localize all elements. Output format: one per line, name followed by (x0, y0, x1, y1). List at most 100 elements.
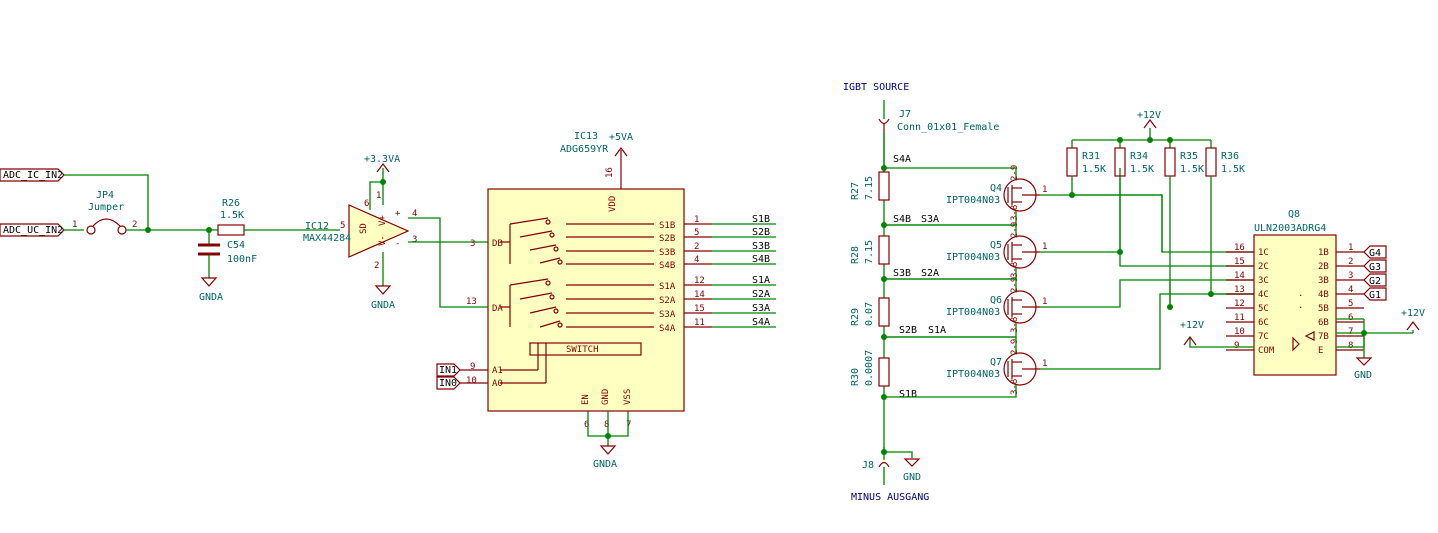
svg-text:GND: GND (601, 389, 611, 405)
resistor-r26[interactable]: R26 1.5K (217, 198, 245, 236)
jumper-jp4[interactable]: 1 2 JP4 Jumper (72, 190, 137, 235)
mosfet-source-pin: 3-8 (1010, 205, 1020, 221)
uln-pin-number: 4 (1348, 285, 1353, 295)
svg-text:.: . (1298, 289, 1303, 299)
power-5va-symbol: +5VA (609, 132, 633, 157)
mux-net-label: S1A (752, 275, 770, 286)
mux-net-label: S4B (752, 254, 770, 265)
mux-pin-name: S3A (659, 310, 676, 320)
uln-pin-name: E (1318, 346, 1323, 356)
svg-text:GND: GND (1354, 370, 1372, 381)
svg-text:ADC_IC_IN2: ADC_IC_IN2 (3, 170, 63, 181)
uln-pin-name: 6C (1258, 318, 1269, 328)
svg-text:5: 5 (340, 221, 345, 231)
svg-text:8: 8 (604, 420, 609, 430)
uln-pin-name: 3C (1258, 276, 1269, 286)
uln-pin-number: 10 (1234, 327, 1245, 337)
svg-text:J8: J8 (862, 460, 874, 471)
resistor-ref: R36 (1221, 151, 1239, 162)
svg-text:SD: SD (359, 223, 369, 234)
mosfet-ref: Q5 (990, 240, 1002, 251)
opamp-ic12[interactable]: IC12 MAX44284 5 4 3 6 2 1 SD V- V+ + - (303, 191, 417, 271)
mux-net-label: S3B (752, 241, 770, 252)
mux-pin-name: S4A (659, 324, 676, 334)
gnda-symbol-ic13: GNDA (593, 445, 617, 470)
svg-text:+3.3VA: +3.3VA (364, 154, 400, 165)
uln-pin-number: 1 (1348, 243, 1353, 253)
mosfet-gate-pin: 1 (1042, 297, 1047, 307)
mux-pin-name: S2B (659, 234, 675, 244)
resistor-ref: R29 (850, 308, 861, 326)
svg-text:+12V: +12V (1180, 320, 1204, 331)
mux-pin-name: S1B (659, 221, 675, 231)
uln-pin-number: 14 (1234, 271, 1245, 281)
svg-text:7: 7 (626, 420, 631, 430)
svg-text:1.5K: 1.5K (220, 210, 244, 221)
resistor-value: 1.5K (1082, 164, 1106, 175)
net-label-adc-uc-in2[interactable]: ADC_UC_IN2 (0, 223, 65, 237)
ladder-net-label: S3A (921, 214, 939, 225)
uln-pin-name: 1C (1258, 248, 1269, 258)
svg-text:JP4: JP4 (96, 190, 114, 201)
mosfet-group: Q4IPT004N0312-93-8Q5IPT004N0312-93-8Q6IP… (884, 165, 1254, 398)
mux-net-label: S2B (752, 227, 770, 238)
svg-text:DA: DA (492, 304, 503, 314)
resistor-ref: R31 (1082, 151, 1100, 162)
svg-text:C54: C54 (227, 240, 245, 251)
gate-label-g1[interactable]: G1 (1363, 287, 1387, 301)
svg-text:ULN2003ADRG4: ULN2003ADRG4 (1254, 223, 1326, 234)
resistor-value: 0.07 (864, 302, 875, 326)
uln-pin-name: 2B (1318, 262, 1329, 272)
ladder-net-label: S2A (921, 268, 939, 279)
connector-j7[interactable]: J7 Conn_01x01_Female (878, 100, 999, 133)
svg-text:R26: R26 (222, 198, 240, 209)
svg-text:IN1: IN1 (439, 365, 457, 376)
resistor-r31[interactable]: R31 1.5K (1066, 140, 1106, 195)
svg-text:IC12: IC12 (305, 221, 329, 232)
svg-text:13: 13 (466, 297, 477, 307)
resistor-value: 1.5K (1180, 164, 1204, 175)
gate-label-g2[interactable]: G2 (1363, 273, 1387, 287)
mux-ic13[interactable]: IC13 ADG659YR VDD 16 DB 3 DA 13 A1 9 A0 … (466, 131, 685, 430)
net-label-adc-ic-in2[interactable]: ADC_IC_IN2 (0, 168, 65, 182)
ladder-net-label: S1A (928, 325, 946, 336)
ladder-net-label: S4B (893, 214, 911, 225)
mux-pin-number: 4 (694, 255, 699, 265)
driver-q8[interactable]: Q8 ULN2003ADRG4 1C162C153C144C135C126C11… (1226, 209, 1364, 376)
mux-switch-array (500, 217, 654, 384)
mux-pin-number: 1 (694, 215, 699, 225)
svg-text:3: 3 (412, 235, 417, 245)
svg-text:16: 16 (605, 167, 615, 178)
capacitor-c54[interactable]: C54 100nF (198, 230, 257, 278)
mux-pin-number: 14 (694, 290, 705, 300)
gate-label-g4[interactable]: G4 (1363, 245, 1387, 259)
net-label-in1[interactable]: IN1 (436, 363, 461, 377)
gate-label-g3[interactable]: G3 (1363, 259, 1387, 273)
mux-pin-number: 2 (694, 242, 699, 252)
svg-text:2: 2 (132, 220, 137, 230)
net-label-in0[interactable]: IN0 (436, 376, 461, 390)
svg-text:DB: DB (492, 239, 503, 249)
